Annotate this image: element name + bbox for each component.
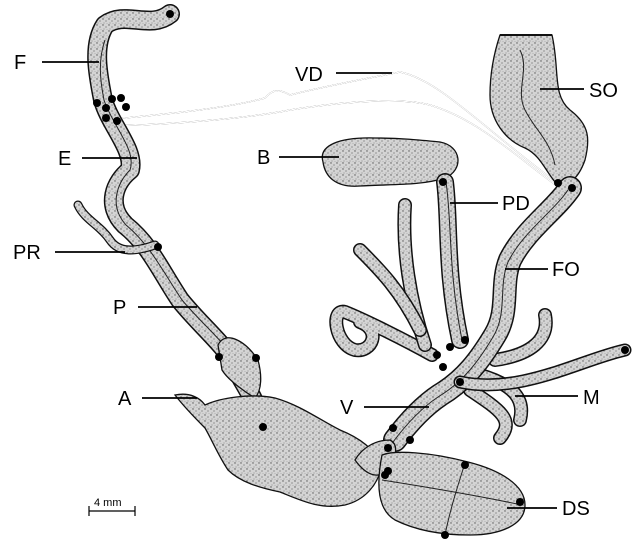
label-E: E [58, 148, 71, 170]
label-DS: DS [562, 498, 590, 520]
label-SO: SO [589, 80, 618, 102]
label-PR: PR [13, 242, 41, 264]
label-A: A [118, 388, 132, 410]
label-M: M [583, 387, 600, 409]
dart-sac [379, 452, 525, 535]
seminal-organ [490, 35, 588, 185]
scale-bar: 4 mm [89, 497, 135, 516]
label-FO: FO [552, 259, 580, 281]
label-VD: VD [295, 64, 323, 86]
label-P: P [113, 297, 126, 319]
label-B: B [257, 147, 270, 169]
scale-bar-label: 4 mm [94, 497, 122, 509]
penis-complex [97, 14, 262, 425]
bursa-duct [445, 182, 462, 340]
label-V: V [340, 397, 354, 419]
label-PD: PD [502, 193, 530, 215]
label-F: F [14, 52, 26, 74]
